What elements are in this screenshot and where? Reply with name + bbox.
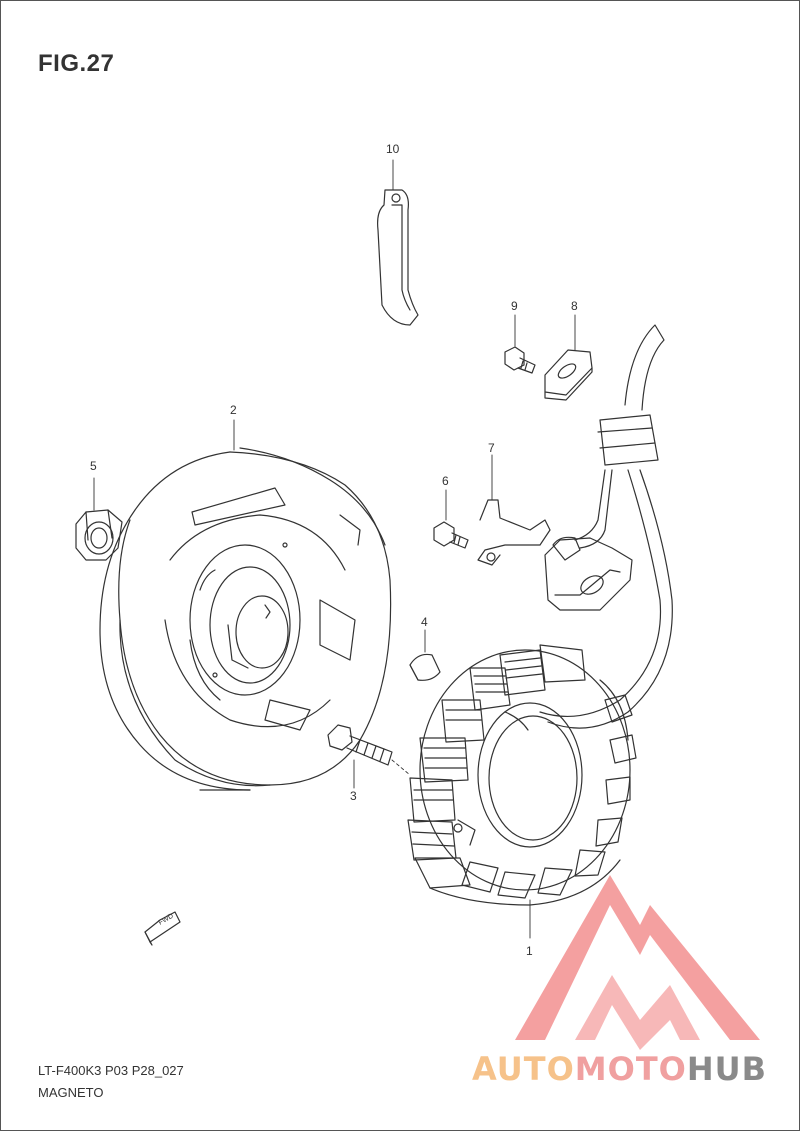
footer-section-name: MAGNETO [38, 1085, 104, 1100]
watermark-moto: MOTO [574, 1050, 687, 1088]
callout-1: 1 [526, 944, 533, 958]
part-6-bolt[interactable] [433, 521, 469, 549]
part-5-nut[interactable] [75, 509, 123, 561]
wire-harness[interactable] [539, 324, 673, 729]
part-8-plate[interactable] [544, 349, 593, 401]
part-7-bracket[interactable] [477, 499, 551, 566]
figure-title: FIG.27 [38, 50, 115, 77]
footer-model-code: LT-F400K3 P03 P28_027 [38, 1063, 184, 1078]
callout-8: 8 [571, 299, 578, 313]
part-10-clamp[interactable] [377, 189, 419, 326]
callout-4: 4 [421, 615, 428, 629]
callout-9: 9 [511, 299, 518, 313]
watermark-auto: AUTO [472, 1050, 575, 1088]
callout-10: 10 [386, 142, 400, 156]
callout-2: 2 [230, 403, 237, 417]
watermark-logo [515, 875, 760, 1050]
watermark-text: AUTOMOTOHUB [472, 1050, 767, 1088]
part-2-rotor[interactable] [99, 447, 392, 791]
callout-5: 5 [90, 459, 97, 473]
part-4-key[interactable] [409, 653, 441, 681]
part-9-bolt[interactable] [504, 346, 536, 374]
part-1-stator[interactable] [407, 644, 637, 906]
callout-7: 7 [488, 441, 495, 455]
part-3-bolt[interactable] [327, 724, 393, 766]
fwd-arrow: FWD [144, 911, 181, 946]
callout-6: 6 [442, 474, 449, 488]
callout-3: 3 [350, 789, 357, 803]
watermark-hub: HUB [686, 1050, 768, 1088]
pickup-coil[interactable] [544, 469, 633, 611]
